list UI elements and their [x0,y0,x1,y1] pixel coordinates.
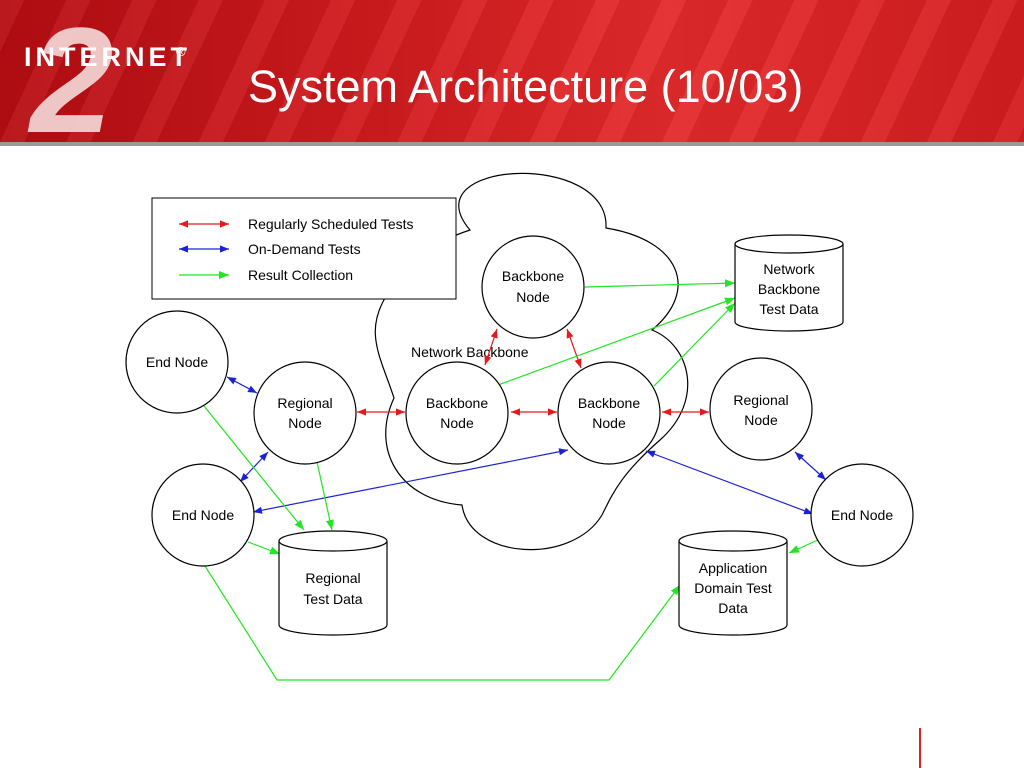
legend-result-label: Result Collection [248,267,353,283]
architecture-diagram: Network Backbone Regularly Scheduled Tes… [125,172,914,681]
link-regional-right-to-end-right [794,451,827,481]
link-backbone-top-to-left [484,328,498,366]
slide-header: 2 INTERNET ® System Architecture (10/03) [0,0,1024,142]
scheduled-test-links [357,328,709,416]
result-end-bottom-left-to-application-data [204,565,681,681]
svg-text:End Node: End Node [831,507,893,523]
on-demand-test-links [226,376,827,515]
result-backbone-right-to-network-data [653,302,736,387]
svg-text:End Node: End Node [146,354,208,370]
legend: Regularly Scheduled Tests On-Demand Test… [151,197,457,300]
link-end-top-left-to-regional-left [226,376,258,394]
slide-title: System Architecture (10/03) [248,61,804,112]
end-node-right: End Node [810,463,914,567]
link-backbone-right-to-end-right [645,450,814,515]
result-backbone-top-to-network-data [584,279,736,288]
legend-scheduled-label: Regularly Scheduled Tests [248,216,414,232]
link-end-bottom-left-to-backbone-right [252,448,569,514]
link-backbone-top-to-right [566,328,582,369]
logo-registered-mark: ® [176,44,186,59]
logo-numeral: 2 [27,0,113,142]
result-backbone-left-to-network-data [497,297,736,386]
result-end-top-left-to-regional-data [203,405,305,531]
legend-on-demand-label: On-Demand Tests [248,241,361,257]
end-node-top-left: End Node [125,310,229,414]
svg-text:End Node: End Node [172,507,234,523]
header-divider [0,142,1024,146]
result-end-right-to-application-data [788,539,819,554]
cloud-label: Network Backbone [411,344,529,360]
result-collection-links [203,279,819,681]
result-end-bottom-left-to-regional-data [247,541,281,555]
end-node-bottom-left: End Node [151,463,255,567]
result-regional-left-to-regional-data [316,461,334,531]
footer-red-rule [919,728,921,768]
internet2-logo: 2 INTERNET ® [24,0,191,142]
logo-text: INTERNET [24,42,191,72]
